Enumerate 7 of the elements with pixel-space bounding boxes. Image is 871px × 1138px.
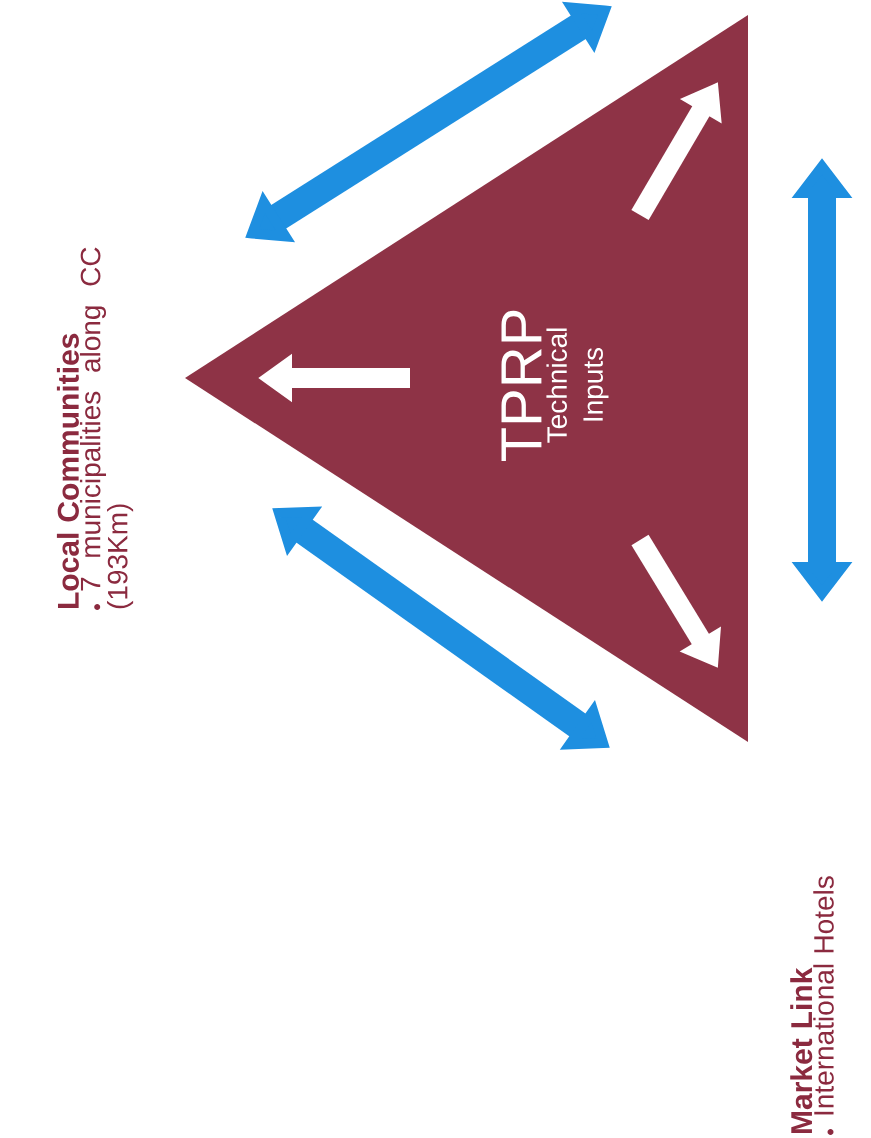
node-label: 7 municipalities along CC (193Km) — [79, 247, 134, 609]
node-label: International Hotels — [813, 876, 834, 1115]
node-label: Local Communities — [56, 333, 79, 608]
label-block: Local Communities 7 municipalities along CC (193Km) — [56, 247, 134, 610]
triangle: TPRP Technical Inputs — [185, 15, 748, 742]
node-label: Market Link — [790, 967, 813, 1134]
label-block: Market Link International Hotels — [790, 876, 834, 1135]
